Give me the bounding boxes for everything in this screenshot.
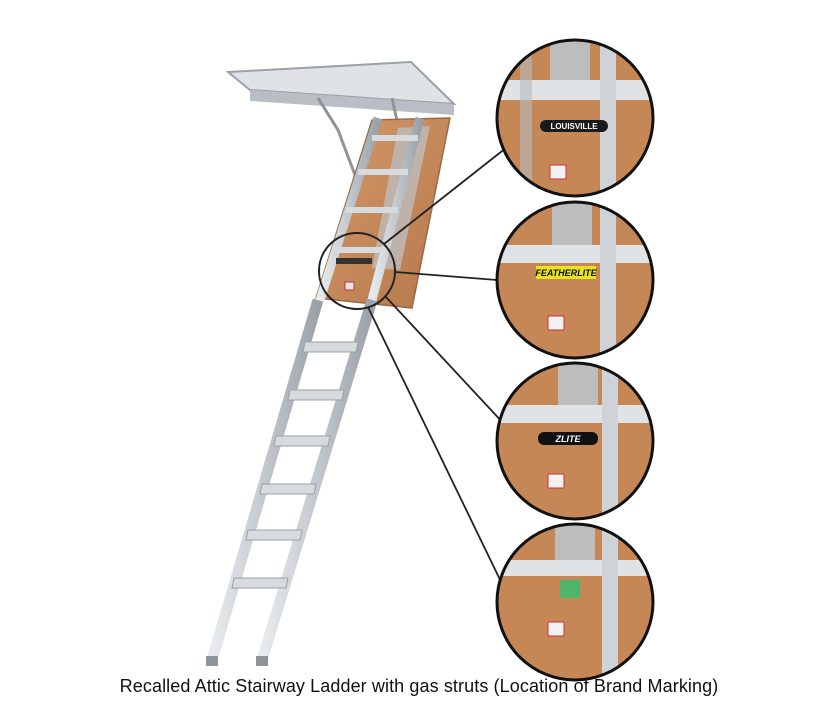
right-rail: [256, 298, 378, 662]
brand-marking-zlite: ZLITE: [555, 434, 582, 444]
ladder-rungs: [231, 341, 359, 589]
gas-strut: [316, 97, 357, 176]
zoom-circle-zlite: ZLITE: [495, 361, 655, 521]
brand-marking-featherlite: FEATHERLITE: [535, 268, 597, 278]
callout-lines: [367, 143, 512, 591]
figure-caption: Recalled Attic Stairway Ladder with gas …: [119, 676, 719, 696]
attic-ladder: [206, 60, 457, 666]
zoom-circle-featherlite: FEATHERLITE: [495, 200, 655, 360]
brand-marking-louisville: LOUISVILLE: [550, 122, 598, 131]
zoom-circle-green-label: [495, 522, 655, 682]
green-brand-label: [560, 580, 580, 598]
left-rail: [206, 298, 324, 662]
marking-location-circle: [318, 232, 396, 310]
zoom-circle-louisville: LOUISVILLE: [495, 38, 655, 198]
